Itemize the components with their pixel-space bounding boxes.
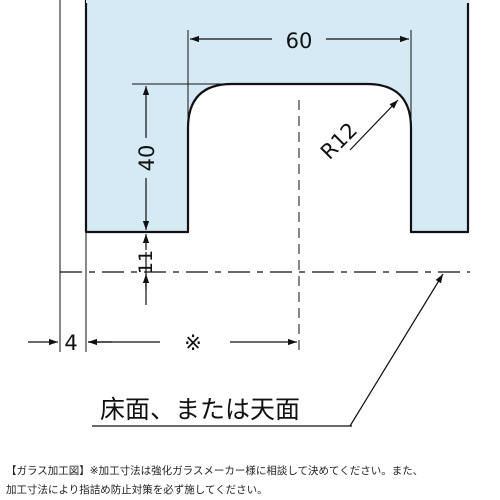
height-label-bg <box>134 138 158 178</box>
glass-processing-drawing: 60 40 R12 11 4 ※ 床面、または天面 <box>28 0 470 427</box>
caption: 【ガラス加工図】※加工寸法は強化ガラスメーカー様に相談して決めてください。また、… <box>6 462 496 500</box>
callout-leader <box>349 273 444 427</box>
caption-line-2: 加工寸法により指詰め防止対策を必ず施してください。 <box>6 484 268 496</box>
radius-leader <box>349 99 399 151</box>
offset-label: 4 <box>64 331 77 355</box>
glass-top-edge <box>86 0 469 3</box>
height-label: 40 <box>135 145 159 172</box>
reference-label: ※ <box>184 331 202 355</box>
callout-label: 床面、または天面 <box>100 395 300 424</box>
clearance-label: 11 <box>135 250 157 274</box>
radius-label: R12 <box>316 118 362 164</box>
width-label-bg <box>272 26 326 52</box>
caption-line-1: 【ガラス加工図】※加工寸法は強化ガラスメーカー様に相談して決めてください。また、 <box>6 465 424 477</box>
width-label: 60 <box>286 29 313 53</box>
